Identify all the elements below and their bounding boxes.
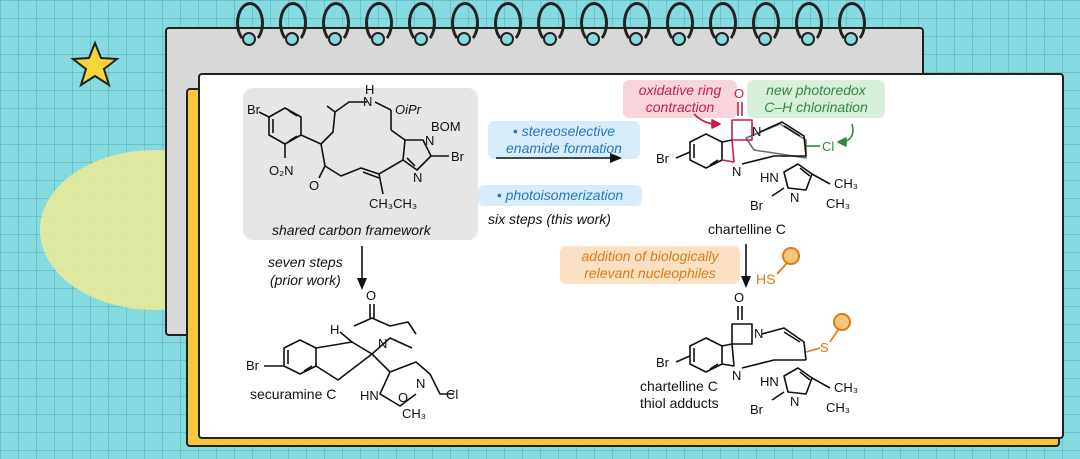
hs-label: HS [756, 271, 776, 287]
step-stereoselective-enamide: • stereoselective enamide formation [488, 121, 640, 159]
tag-oxidative-ring-contraction: oxidative ring contraction [623, 80, 737, 118]
imidazole-n2-label: N [413, 170, 422, 185]
chartelline-n-label: N [752, 124, 761, 139]
chartelline-me1-label: CH₃ [834, 176, 858, 191]
adduct-me1-label: CH₃ [834, 380, 858, 395]
tag-biological-nucleophiles: addition of biologically relevant nucleo… [560, 246, 740, 284]
forward-arrow [496, 153, 622, 163]
securamine-n2-label: N [416, 376, 425, 391]
chartelline-n2-label: N [732, 164, 741, 179]
securamine-name: securamine C [250, 386, 337, 402]
step-photoisomerization: • photoisomerization [478, 185, 642, 206]
adduct-o-label: O [734, 290, 744, 305]
securamine-n-label: N [378, 336, 387, 351]
adduct-br-label: Br [656, 355, 670, 370]
bom-label: BOM [431, 119, 461, 134]
down-arrow-left [357, 246, 367, 290]
chartelline-br-label: Br [656, 151, 670, 166]
adduct-structure: O N Br N S HN N Br CH₃ CH₃ [656, 290, 858, 417]
adduct-s-label: S [820, 340, 829, 355]
amide-h-label: H [365, 82, 374, 97]
securamine-o-label: O [366, 288, 376, 303]
spiral-binding [0, 0, 1080, 50]
chartelline-n3-label: N [790, 190, 799, 205]
chartelline-cl-label: Cl [822, 139, 834, 154]
star-icon [70, 40, 120, 88]
tag-photoredox-chlorination: new photoredox C–H chlorination [747, 80, 885, 118]
securamine-br-label: Br [246, 358, 260, 373]
shared-framework-box [243, 88, 478, 240]
amide-n-label: N [363, 94, 372, 109]
adduct-n3-label: N [790, 394, 799, 409]
bromine-label: Br [247, 102, 261, 117]
securamine-h-label: H [330, 322, 339, 337]
shared-framework-structure: Br O₂N N H OiPr N BOM Br N O CH₃CH₃ [247, 82, 465, 211]
bromine-2-label: Br [451, 149, 465, 164]
adduct-br2-label: Br [750, 402, 764, 417]
shared-framework-caption: shared carbon framework [272, 222, 431, 238]
adduct-name: chartelline C thiol adducts [640, 378, 719, 411]
securamine-cl-label: Cl [446, 387, 458, 402]
chartelline-br2-label: Br [750, 198, 764, 213]
oipr-label: OiPr [395, 102, 422, 117]
imidazole-n1-label: N [425, 133, 434, 148]
securamine-structure: O H Br N N HN Cl O CH₃ [246, 288, 458, 421]
securamine-me-label: CH₃ [402, 406, 426, 421]
thiol-nucleophile-icon [776, 247, 800, 275]
ketone-o-label: O [309, 178, 319, 193]
chartelline-structure: O N Br N Cl HN N Br CH₃ CH₃ [656, 86, 858, 213]
adduct-n-label: N [754, 326, 763, 341]
gem-dimethyl-label: CH₃CH₃ [369, 196, 417, 211]
adduct-me2-label: CH₃ [826, 400, 850, 415]
securamine-hn-label: HN [360, 388, 379, 403]
chartelline-o-label: O [734, 86, 744, 101]
adduct-n2-label: N [732, 368, 741, 383]
adduct-hn-label: HN [760, 374, 779, 389]
securamine-o2-label: O [398, 390, 408, 405]
seven-steps-note: seven steps (prior work) [268, 254, 343, 288]
chartelline-hn-label: HN [760, 170, 779, 185]
nitro-label: O₂N [269, 163, 294, 178]
down-arrow-right [741, 244, 751, 288]
six-steps-note: six steps (this work) [488, 211, 611, 227]
chartelline-me2-label: CH₃ [826, 196, 850, 211]
chartelline-name: chartelline C [708, 221, 786, 237]
